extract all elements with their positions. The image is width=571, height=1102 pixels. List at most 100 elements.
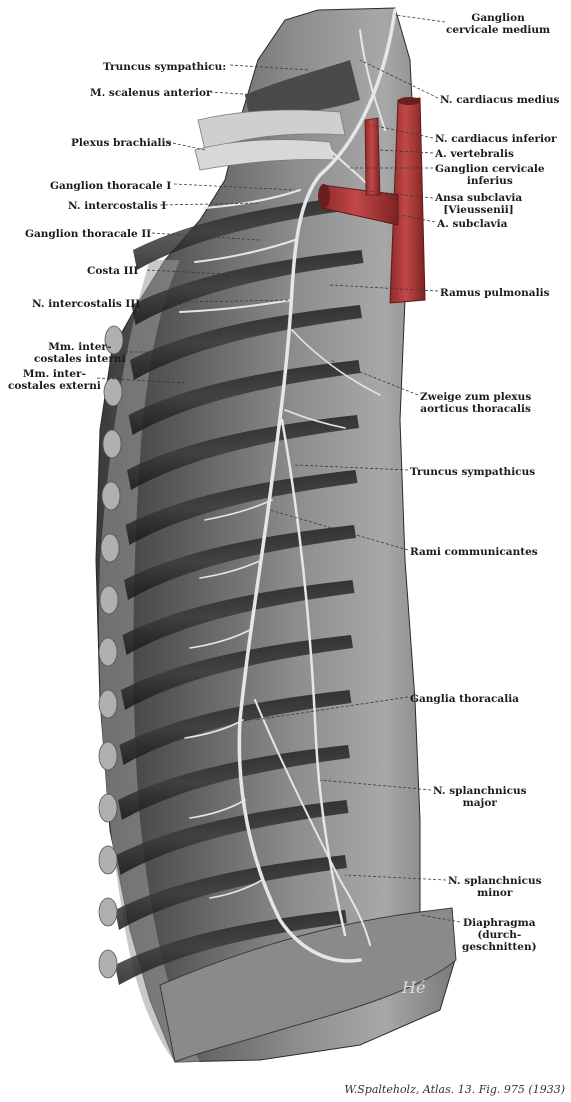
label-ganglion-thoracale-ii: Ganglion thoracale II bbox=[25, 228, 152, 240]
label-n-splanchnicus-major: N. splanchnicus major bbox=[433, 785, 527, 809]
leader-line bbox=[146, 269, 246, 276]
intercostal-space bbox=[131, 250, 364, 325]
vertebra-shape bbox=[98, 637, 118, 667]
label-ganglion-cervicale-medium: Ganglion cervicale medium bbox=[446, 12, 551, 36]
intercostal-space bbox=[116, 800, 349, 875]
leader-line bbox=[229, 64, 311, 71]
intercostal-branch-1 bbox=[204, 189, 301, 209]
leader-line bbox=[371, 124, 434, 139]
label-n-cardiacus-medius: N. cardiacus medius bbox=[440, 94, 560, 106]
leader-line bbox=[254, 696, 409, 721]
leader-line bbox=[167, 141, 206, 151]
rami-branch-3 bbox=[189, 629, 251, 649]
label-truncus-sympathicus: Truncus sympathicus bbox=[410, 466, 536, 478]
vertebra-shape bbox=[101, 481, 121, 511]
aortic-branch-2 bbox=[284, 409, 346, 429]
intercostal-space bbox=[119, 690, 352, 765]
figure-caption: W.Spalteholz, Atlas. 13. Fig. 975 (1933) bbox=[344, 1083, 565, 1096]
intercostal-space bbox=[125, 470, 358, 545]
ribs-group bbox=[98, 195, 365, 985]
label-ganglion-thoracale-i: Ganglion thoracale I bbox=[50, 180, 172, 192]
a-vertebralis bbox=[364, 117, 381, 196]
leader-lines bbox=[96, 14, 461, 923]
intercostal-space bbox=[133, 195, 365, 270]
label-n-intercostalis-i: N. intercostalis I bbox=[68, 200, 167, 212]
label-ansa-subclavia: Ansa subclavia [Vieussenii] bbox=[435, 192, 523, 216]
label-ramus-pulmonalis: Ramus pulmonalis bbox=[440, 287, 550, 299]
truncus-sympathicus-line bbox=[237, 8, 397, 963]
splanchnicus-minor-line bbox=[254, 699, 371, 946]
vertebra-shape bbox=[98, 793, 118, 823]
vertebra-shape bbox=[102, 429, 122, 459]
intercostal-space bbox=[118, 745, 350, 820]
leader-line bbox=[394, 14, 446, 23]
leader-line bbox=[294, 464, 409, 471]
label-mm-intercostales-externi: Mm. inter- costales externi bbox=[8, 368, 101, 392]
leader-line bbox=[359, 59, 439, 99]
aortic-branch bbox=[291, 329, 381, 396]
vertebra-shape bbox=[98, 689, 118, 719]
vertebra-shape bbox=[104, 325, 124, 355]
splanchnicus-major-line bbox=[280, 418, 347, 937]
diaphragm-shape bbox=[159, 907, 457, 1063]
leader-line bbox=[159, 202, 261, 206]
intercostal-branch-2 bbox=[194, 239, 296, 263]
leader-line bbox=[173, 183, 296, 191]
intercostal-space bbox=[124, 525, 356, 600]
leader-line bbox=[419, 914, 461, 923]
intercostal-space bbox=[115, 855, 347, 930]
label-ganglion-cervicale-inferius: Ganglion cervicale inferius bbox=[435, 163, 545, 187]
leader-line bbox=[344, 874, 447, 881]
vertebra-shape bbox=[103, 377, 123, 407]
leader-line bbox=[269, 509, 409, 551]
rami-branch-1 bbox=[204, 499, 273, 521]
intercostal-space bbox=[121, 635, 353, 710]
intercostal-space bbox=[127, 415, 359, 490]
label-mm-intercostales-interni: Mm. inter- costales interni bbox=[34, 341, 126, 365]
leader-line bbox=[319, 779, 432, 791]
label-a-vertebralis: A. vertebralis bbox=[435, 148, 514, 160]
label-costa-iii: Costa III bbox=[87, 265, 139, 277]
rami-branch-6 bbox=[209, 879, 263, 899]
label-m-scalenus-anterior: M. scalenus anterior bbox=[90, 87, 212, 99]
intercostal-space bbox=[122, 580, 355, 655]
label-diaphragma: Diaphragma (durch- geschnitten) bbox=[462, 917, 537, 953]
label-rami-communicantes: Rami communicantes bbox=[410, 546, 538, 558]
leader-line bbox=[359, 189, 434, 199]
scalenus-muscle bbox=[245, 60, 360, 120]
plexus-brachialis-shape bbox=[197, 109, 346, 151]
rami-branch-5 bbox=[189, 799, 246, 819]
vertebra-shape bbox=[99, 585, 119, 615]
artist-signature: Hé bbox=[402, 978, 426, 997]
vertebra-shape bbox=[98, 845, 118, 875]
nerve-network bbox=[179, 8, 397, 963]
arteries bbox=[318, 97, 426, 304]
label-n-intercostalis-iii: N. intercostalis III bbox=[32, 298, 141, 310]
leader-line bbox=[139, 299, 291, 304]
a-subclavia-cut-end bbox=[318, 184, 330, 208]
leader-line bbox=[379, 149, 434, 154]
label-n-cardiacus-inferior: N. cardiacus inferior bbox=[435, 133, 557, 145]
label-ganglia-thoracalia: Ganglia thoracalia bbox=[410, 693, 519, 705]
a-subclavia-cut-top bbox=[398, 97, 420, 105]
label-a-subclavia: A. subclavia bbox=[437, 218, 508, 230]
vertebra-shape bbox=[100, 533, 120, 563]
leader-line bbox=[399, 214, 436, 223]
intercostal-space bbox=[128, 360, 361, 435]
leader-line bbox=[329, 359, 419, 396]
leader-line bbox=[209, 91, 259, 96]
leader-line bbox=[329, 284, 439, 292]
intercostal-space bbox=[130, 305, 362, 380]
rami-branch-4 bbox=[184, 719, 244, 739]
leader-line bbox=[151, 232, 261, 241]
label-truncus-sympathicus-top: Truncus sympathicu: bbox=[103, 61, 227, 73]
intercostal-space bbox=[115, 910, 347, 985]
vertebra-shape bbox=[98, 949, 118, 979]
label-n-splanchnicus-minor: N. splanchnicus minor bbox=[448, 875, 542, 899]
rami-branch-2 bbox=[199, 559, 263, 579]
label-plexus-brachialis: Plexus brachialis bbox=[71, 137, 172, 149]
vertebra-shape bbox=[98, 741, 118, 771]
intercostal-branch-3 bbox=[179, 299, 293, 313]
vertebra-shape bbox=[98, 897, 118, 927]
